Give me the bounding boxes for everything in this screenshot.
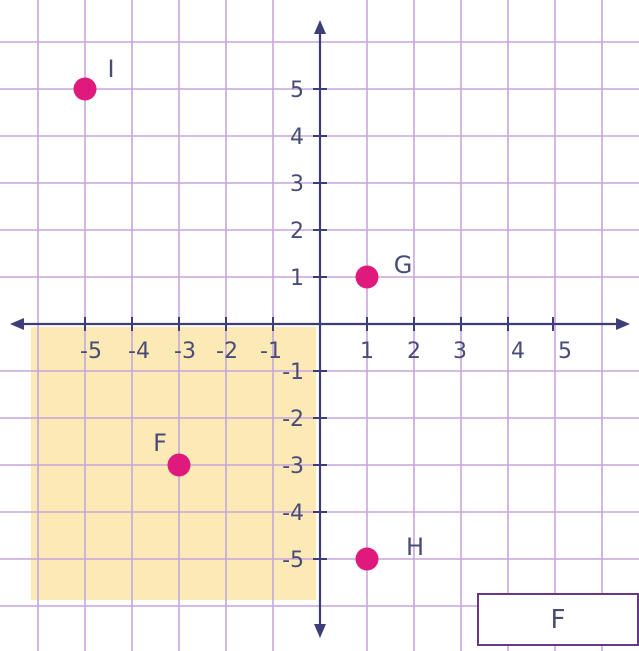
y-tick-label: 1 <box>290 266 304 291</box>
point-i[interactable] <box>73 77 97 101</box>
x-tick-label: -5 <box>80 339 102 364</box>
y-tick-label: -1 <box>282 360 304 385</box>
x-tick-label: -3 <box>174 339 196 364</box>
point-f[interactable] <box>167 453 191 477</box>
answer-value: F <box>550 604 566 635</box>
x-tick-label: 1 <box>360 339 374 364</box>
point-g[interactable] <box>355 265 379 289</box>
x-tick-label: 5 <box>558 339 572 364</box>
point-label-g: G <box>394 251 413 279</box>
x-tick-label: -1 <box>260 339 282 364</box>
x-axis-arrow-left <box>10 318 24 330</box>
y-tick-label: 5 <box>290 78 304 103</box>
y-tick-label: 3 <box>290 172 304 197</box>
x-tick-label: -2 <box>216 339 238 364</box>
y-tick-label: 4 <box>290 125 304 150</box>
x-tick-label: 3 <box>453 339 467 364</box>
y-tick-label: -4 <box>282 501 304 526</box>
y-tick-label: -2 <box>282 407 304 432</box>
point-h[interactable] <box>355 547 379 571</box>
y-tick-label: -3 <box>282 454 304 479</box>
y-tick-label: -5 <box>282 548 304 573</box>
x-tick-label: -4 <box>128 339 150 364</box>
x-tick-label: 4 <box>511 339 525 364</box>
y-axis-arrow-up <box>314 20 326 34</box>
point-label-h: H <box>406 533 424 561</box>
y-tick-label: 2 <box>290 219 304 244</box>
answer-box[interactable]: F <box>477 593 639 646</box>
x-tick-label: 2 <box>407 339 421 364</box>
y-axis-arrow-down <box>314 624 326 638</box>
point-label-i: I <box>107 55 114 83</box>
point-label-f: F <box>153 429 167 457</box>
x-axis-arrow-right <box>616 318 630 330</box>
